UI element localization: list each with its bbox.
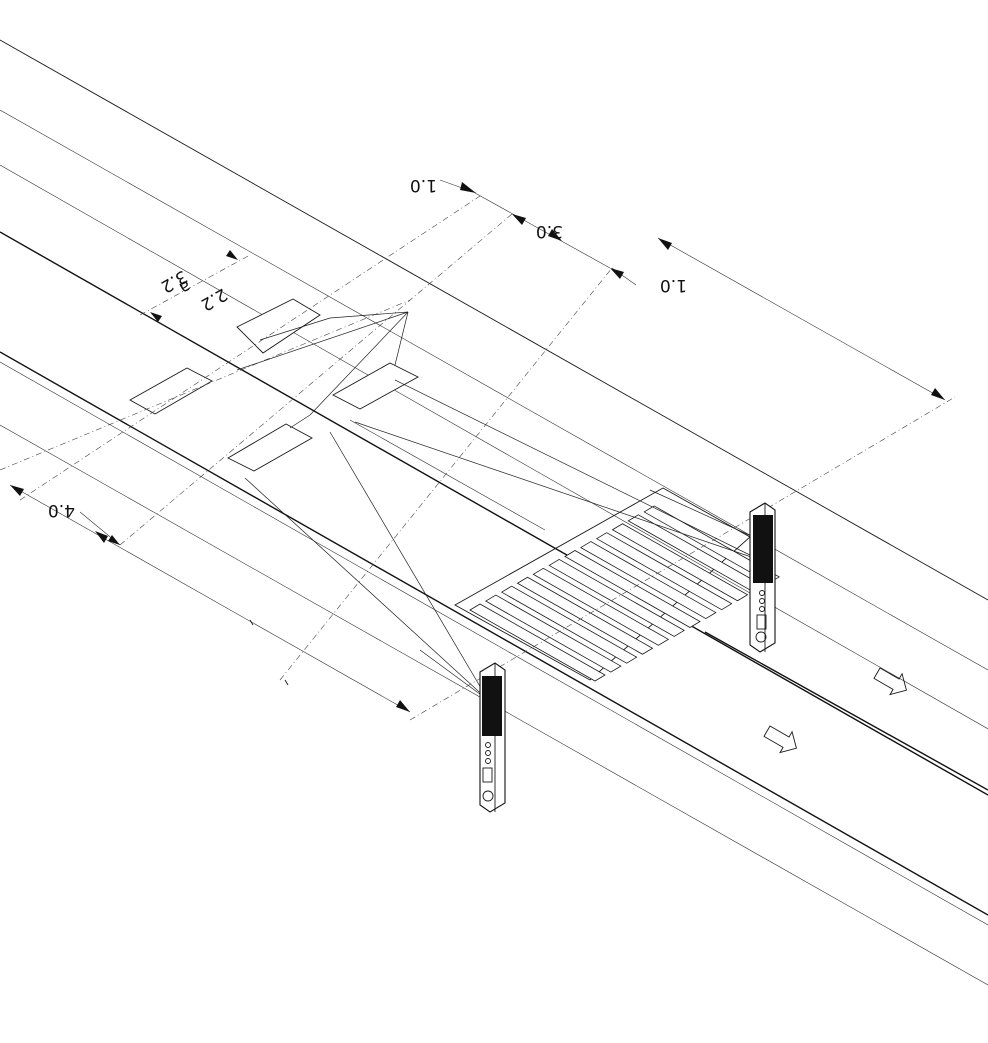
road-edge-far (0, 39, 988, 601)
arrowhead (396, 700, 410, 712)
sensor-beam (236, 311, 409, 371)
arrowhead (658, 238, 672, 250)
curb-line (0, 361, 988, 926)
tick-mark (284, 679, 289, 686)
sensor-beam (259, 317, 331, 341)
lane-dash-right (704, 631, 988, 791)
pole-indicator (759, 606, 765, 612)
crosswalk-stripe (485, 594, 622, 673)
crosswalk-stripe (500, 585, 638, 664)
dimension-label-top-right: 1.0 (660, 275, 687, 295)
pole-indicator (485, 742, 491, 748)
pole-indicator (485, 750, 491, 756)
extension-line (0, 299, 411, 471)
extension-line (19, 195, 481, 501)
arrowhead (548, 229, 562, 241)
detection-zone-2 (129, 367, 213, 415)
road-centerline (0, 231, 988, 796)
sensor-beam (289, 414, 311, 429)
extension-line (279, 267, 613, 681)
crosswalk-stripe (516, 576, 654, 655)
sensor-beam (329, 431, 489, 701)
sensor-beam (329, 311, 409, 319)
dimension-label-top-left: 1.0 (410, 175, 437, 195)
crosswalk-stripe (595, 532, 733, 611)
dimension-label-zone-length: 3.0 (536, 221, 563, 241)
dimension-line (657, 237, 946, 401)
arrowhead (931, 388, 945, 400)
arrowhead (610, 268, 624, 279)
road-edge-near (0, 351, 988, 916)
dimension-arrowheads (10, 182, 945, 712)
extension-line (409, 396, 956, 721)
crosswalk-stripe (564, 550, 701, 628)
road-lines (0, 39, 988, 986)
dimension-label-left-setback: 4.0 (48, 500, 75, 520)
pole-button (482, 790, 494, 802)
dimension-line (9, 484, 411, 713)
sensor-beam (309, 311, 409, 416)
dimension-lines (0, 179, 956, 721)
traffic-direction-arrow-icon (763, 725, 797, 754)
arrowhead (150, 312, 162, 322)
sensor-pole-right (749, 502, 776, 653)
crosswalk-stripe (469, 603, 606, 682)
dimension-label-spacing-lower: 2.2 (197, 284, 230, 315)
pole-mesh-panel (482, 676, 502, 736)
pole-display (756, 614, 767, 630)
sensor-beam (394, 311, 409, 366)
crosswalk-stripe (580, 541, 717, 620)
detection-zone-3 (332, 362, 419, 410)
pole-indicator (485, 758, 491, 764)
lane-line-mid (0, 164, 988, 730)
detection-zones (129, 298, 419, 472)
pole-indicator (759, 590, 765, 596)
inner-lane-line (349, 419, 546, 531)
pole-display (482, 767, 493, 783)
sensor-beams (236, 311, 761, 701)
crosswalk-stripe (643, 505, 780, 584)
small-marks (249, 619, 289, 686)
arrowhead (460, 182, 476, 193)
traffic-direction-arrow-icon (873, 667, 907, 696)
detection-zone-1 (236, 298, 321, 354)
pole-button (755, 631, 767, 643)
arrowhead (108, 535, 120, 545)
arrowhead (226, 250, 238, 260)
detection-zone-4 (227, 423, 313, 472)
extension-line (139, 254, 251, 316)
pole-mesh-panel (753, 515, 773, 583)
sensor-beam (394, 379, 761, 561)
pole-indicator (759, 598, 765, 604)
lane-line-far (0, 109, 988, 671)
dimension-labels: 1.0 3.0 1.0 3.2 a 2.2 4.0 (48, 175, 687, 520)
arrowhead (10, 485, 24, 496)
sensor-beam (649, 489, 761, 541)
crosswalk-stripes (469, 505, 780, 682)
sensor-beam (244, 477, 489, 701)
arrowhead (95, 531, 108, 543)
crosswalk-stripe (548, 558, 685, 637)
extension-line (119, 213, 513, 546)
crosswalk-stripe (611, 523, 749, 602)
dimension-line (474, 192, 611, 269)
sensor-beam (354, 421, 761, 561)
sensor-pole-left (479, 662, 506, 813)
sensor-beam (419, 649, 489, 701)
tick-mark (249, 619, 254, 626)
arrowhead (512, 214, 526, 225)
